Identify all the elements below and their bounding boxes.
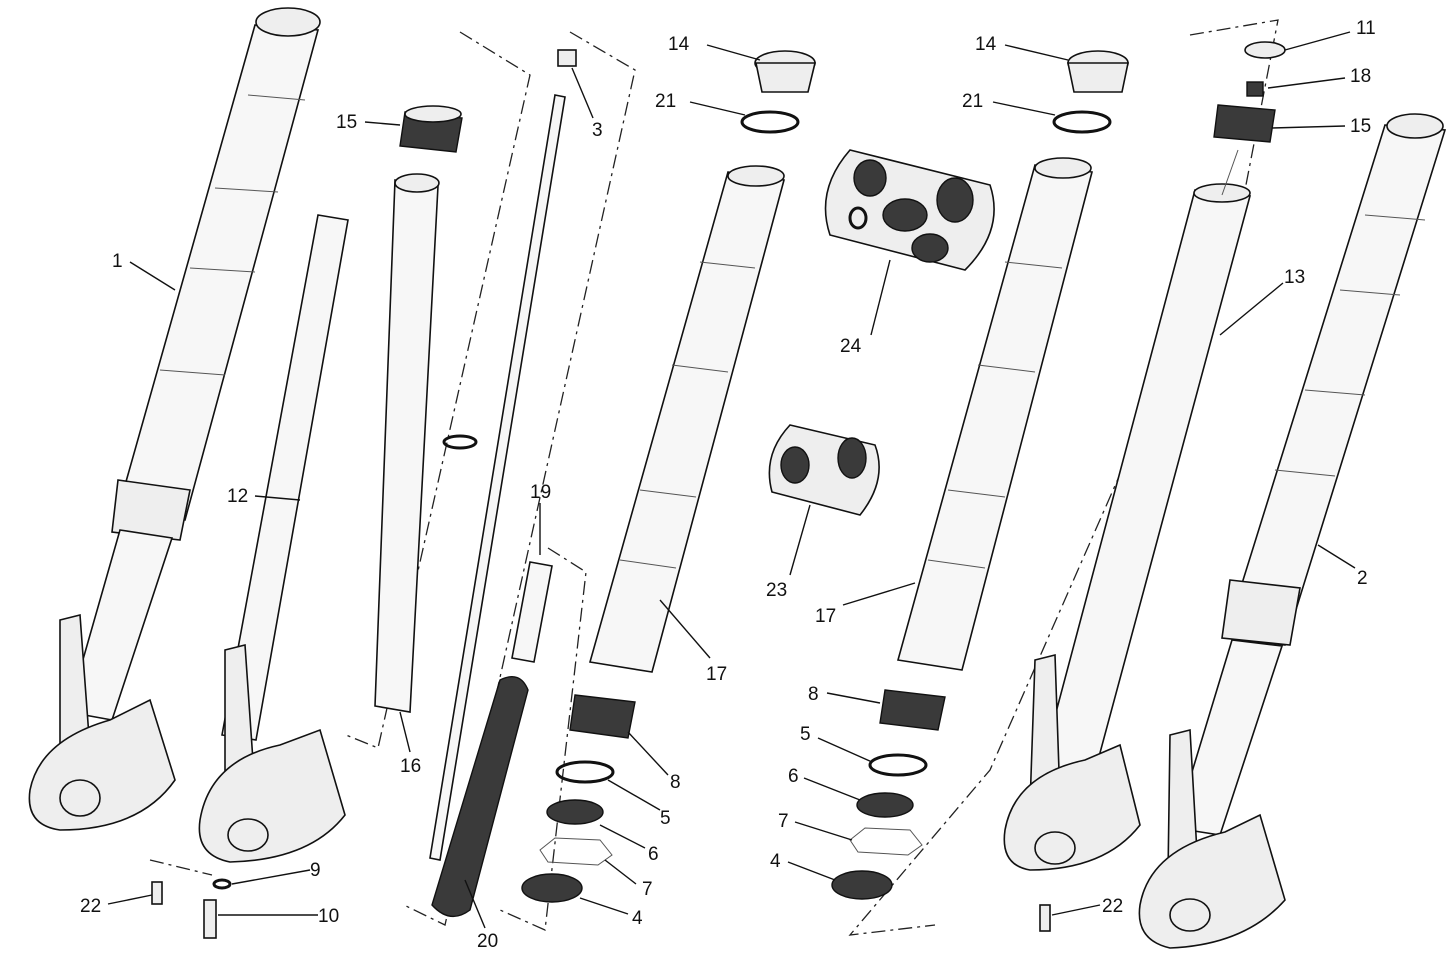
label-13: 13 — [1284, 267, 1305, 288]
label-7-right: 7 — [778, 811, 789, 832]
label-3: 3 — [592, 120, 603, 141]
screw-22-right — [1039, 904, 1051, 932]
fork-leg-right-inner — [1003, 149, 1252, 871]
seal-kit-23 — [768, 424, 880, 516]
parts-11-18-15 — [1213, 41, 1286, 143]
label-1: 1 — [112, 251, 123, 272]
label-18: 18 — [1350, 66, 1371, 87]
label-4-right: 4 — [770, 851, 781, 872]
label-14-left: 14 — [668, 34, 690, 55]
fork-leg-right — [1138, 113, 1447, 949]
seal-set-left — [521, 694, 636, 903]
outer-tube-right — [896, 157, 1094, 671]
screw-10 — [203, 899, 217, 939]
label-17-right: 17 — [815, 606, 836, 627]
label-14-right: 14 — [975, 34, 997, 55]
label-19: 19 — [530, 482, 551, 503]
label-15-left: 15 — [336, 112, 357, 133]
label-22-left: 22 — [80, 896, 101, 917]
label-21-left: 21 — [655, 91, 676, 112]
label-16: 16 — [400, 756, 421, 777]
label-12: 12 — [227, 486, 248, 507]
leader-lines — [107, 31, 1356, 929]
label-21-right: 21 — [962, 91, 983, 112]
callout-labels: 1 12 15 3 14 21 14 21 11 18 15 13 2 24 2… — [80, 18, 1376, 952]
spacer-tube — [511, 561, 553, 663]
label-15-right: 15 — [1350, 116, 1371, 137]
label-22-right: 22 — [1102, 896, 1123, 917]
label-6-right: 6 — [788, 766, 799, 787]
label-2: 2 — [1357, 568, 1368, 589]
label-6-left: 6 — [648, 844, 659, 865]
group-outline-left-seals — [499, 547, 587, 931]
fork-leg-left-inner — [198, 214, 349, 863]
label-4-left: 4 — [632, 908, 643, 929]
label-17-left: 17 — [706, 664, 727, 685]
label-8-right: 8 — [808, 684, 819, 705]
label-24: 24 — [840, 336, 862, 357]
label-10: 10 — [318, 906, 339, 927]
label-20: 20 — [477, 931, 498, 952]
group-outline-left-screws — [149, 859, 213, 876]
cartridge-tube — [374, 173, 440, 713]
fork-leg-left — [28, 7, 321, 831]
label-7-left: 7 — [642, 879, 653, 900]
group-outline-left-cartridge — [345, 31, 531, 749]
label-5-right: 5 — [800, 724, 811, 745]
washer-9 — [212, 878, 232, 890]
damper-rod — [429, 49, 577, 861]
top-cap-right — [1052, 50, 1129, 134]
top-cap-left — [740, 50, 817, 134]
cap-15-left — [399, 105, 463, 153]
spring — [431, 676, 529, 918]
label-11: 11 — [1356, 18, 1376, 39]
screw-22-left — [151, 881, 163, 905]
label-8-left: 8 — [670, 772, 681, 793]
seal-set-right — [831, 689, 946, 900]
label-5-left: 5 — [660, 808, 671, 829]
label-9: 9 — [310, 860, 321, 881]
label-23: 23 — [766, 580, 787, 601]
group-outline-left-rod — [403, 31, 636, 926]
outer-tube-left — [588, 165, 786, 673]
seal-kit-24 — [824, 149, 995, 271]
